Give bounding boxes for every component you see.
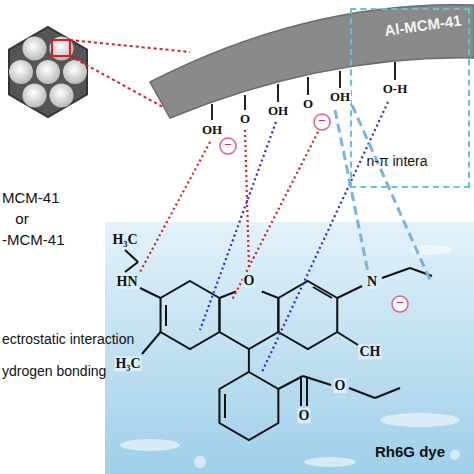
- electrostatic-lines: [140, 130, 318, 300]
- silanol-label: O-H: [382, 82, 409, 96]
- charge-sign: −: [318, 114, 326, 128]
- node-text: n-π intera: [366, 154, 427, 169]
- wall-band: [150, 5, 474, 118]
- legend-text: ydrogen bonding: [2, 364, 106, 379]
- atom-label: O: [334, 378, 347, 393]
- dye-name: Rh6G dye: [375, 444, 445, 461]
- silanol-label: OH: [267, 104, 289, 118]
- atom-label: CH: [359, 344, 382, 359]
- atom-label: O: [243, 273, 256, 288]
- plain-label: -MCM-41: [2, 232, 65, 249]
- atom-label: H₃C: [111, 232, 138, 247]
- water-ground: [105, 222, 474, 474]
- charge-circles: [220, 114, 408, 312]
- interaction-box: n-π intera: [350, 8, 470, 188]
- legend-text: ectrostatic interaction: [2, 332, 134, 347]
- plain-label: or: [15, 211, 28, 228]
- silanol-label: OH: [201, 123, 223, 137]
- rh6g-structure: [125, 250, 432, 440]
- silanol-label: OH: [329, 90, 351, 104]
- atom-label: H₃C: [114, 356, 141, 371]
- atom-label: O: [298, 408, 311, 423]
- pore-cluster: [9, 27, 87, 117]
- charge-sign: −: [224, 138, 232, 152]
- plain-label: MCM-41: [2, 190, 60, 207]
- atom-label: N: [366, 274, 378, 289]
- charge-sign: −: [396, 296, 404, 310]
- hydrogen-bond-lines: [200, 102, 388, 372]
- water-ripples: [120, 245, 460, 468]
- silanol-label: O: [239, 112, 251, 126]
- atom-label: HN: [116, 274, 139, 289]
- silanol-label: O: [302, 97, 314, 111]
